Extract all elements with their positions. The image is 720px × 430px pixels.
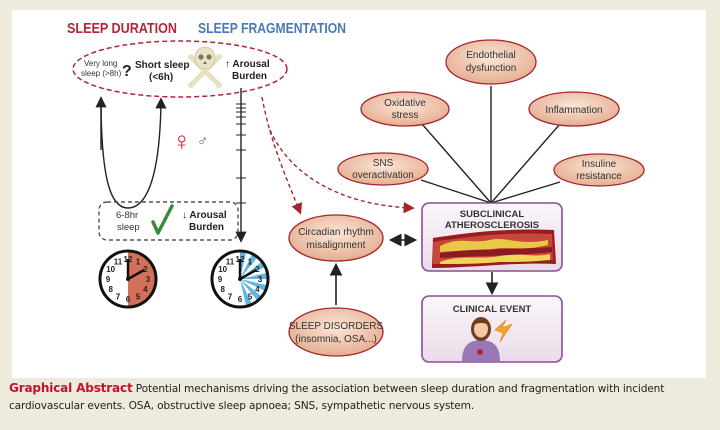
woman-chest-pain-image xyxy=(462,317,513,361)
svg-text:SLEEP DISORDERS: SLEEP DISORDERS xyxy=(289,321,384,332)
to-circadian-dashed-arrow xyxy=(261,96,303,215)
clock-fragment-wedge xyxy=(240,272,268,279)
clock-hour-hand xyxy=(239,268,257,281)
clock-number: 4 xyxy=(255,285,260,294)
mechanism-insulin-resistance: Insuline resistance xyxy=(553,153,645,187)
clock-number: 9 xyxy=(106,275,111,284)
duration-u-curve xyxy=(100,96,167,209)
clock-hour-hand xyxy=(127,268,145,281)
arousal-up-label-2: Burden xyxy=(232,71,267,82)
very-long-sleep-label-2: sleep (>8h) xyxy=(81,69,122,78)
check-mark-icon xyxy=(151,204,174,235)
clock-number: 10 xyxy=(218,265,227,274)
mechanism-sns-overactivation: SNS overactivation xyxy=(337,152,429,186)
healthy-sleep-label-2: sleep xyxy=(117,222,140,233)
short-sleep-label: Short sleep xyxy=(135,60,189,71)
svg-text:dysfunction: dysfunction xyxy=(466,63,517,74)
clinical-event-box: CLINICAL EVENT xyxy=(421,295,563,363)
svg-text:CLINICAL EVENT: CLINICAL EVENT xyxy=(453,304,532,315)
sleep-fragmentation-heading: SLEEP FRAGMENTATION xyxy=(198,21,346,37)
clock-number: 8 xyxy=(220,285,225,294)
clock-number: 6 xyxy=(238,295,243,304)
clock-number: 2 xyxy=(143,265,148,274)
svg-text:SNS: SNS xyxy=(373,158,394,169)
svg-text:stress: stress xyxy=(392,110,419,121)
clock-rim xyxy=(98,249,158,309)
svg-text:Inflammation: Inflammation xyxy=(545,105,602,116)
sleep-duration-clock: 121234567891011 xyxy=(98,249,158,309)
circadian-misalignment-node: Circadian rhythm misalignment xyxy=(288,214,384,262)
healthy-sleep-box xyxy=(98,201,239,241)
clock-number: 11 xyxy=(226,258,235,267)
clock-fragment-wedge xyxy=(240,251,247,279)
svg-text:Oxidative: Oxidative xyxy=(384,98,426,109)
clock-number: 7 xyxy=(116,292,121,301)
mechanism-connectors xyxy=(420,86,561,204)
clock-center xyxy=(126,277,130,281)
svg-text:(insomnia, OSA...): (insomnia, OSA...) xyxy=(295,334,377,345)
subclinical-atherosclerosis-box: SUBCLINICAL ATHEROSCLEROSIS xyxy=(421,202,563,272)
caption-text: Potential mechanisms driving the associa… xyxy=(9,383,665,412)
clock-shaded-sector xyxy=(128,251,156,307)
clock-number: 5 xyxy=(248,292,253,301)
clock-number: 5 xyxy=(136,292,141,301)
clock-number: 10 xyxy=(106,265,115,274)
clock-center xyxy=(238,277,242,281)
mechanism-endothelial-dysfunction: Endothelial dysfunction xyxy=(445,39,537,85)
svg-text:SUBCLINICAL: SUBCLINICAL xyxy=(460,209,525,220)
clock-fragment-wedge xyxy=(240,279,268,292)
clock-number: 1 xyxy=(248,258,253,267)
very-long-sleep-label: Very long xyxy=(84,59,117,68)
to-atherosclerosis-dashed-arrow xyxy=(269,129,415,214)
skull-crossbones-icon xyxy=(188,46,222,88)
clock-fragment-wedge xyxy=(240,253,258,279)
clock-number: 6 xyxy=(126,295,131,304)
clock-number: 1 xyxy=(136,258,141,267)
figure-caption: Graphical Abstract Potential mechanisms … xyxy=(9,380,714,415)
svg-text:misalignment: misalignment xyxy=(307,240,366,251)
svg-text:resistance: resistance xyxy=(576,171,622,182)
question-mark: ? xyxy=(122,63,132,80)
clock-number: 2 xyxy=(255,265,260,274)
clock-number: 9 xyxy=(218,275,223,284)
clock-number: 8 xyxy=(108,285,113,294)
svg-text:ATHEROSCLEROSIS: ATHEROSCLEROSIS xyxy=(445,220,539,231)
healthy-sleep-label: 6-8hr xyxy=(116,210,138,221)
mechanism-oxidative-stress: Oxidative stress xyxy=(360,91,450,127)
arousal-up-label: ↑ Arousal xyxy=(225,59,270,70)
svg-text:Endothelial: Endothelial xyxy=(466,50,515,61)
fragmentation-ticks xyxy=(236,103,246,204)
clock-number: 7 xyxy=(228,292,233,301)
arousal-down-label: ↓ Arousal xyxy=(182,210,227,221)
arousal-down-label-2: Burden xyxy=(189,222,224,233)
clock-rim xyxy=(210,249,270,309)
sleep-duration-heading: SLEEP DURATION xyxy=(67,21,177,37)
clock-fragment-wedge xyxy=(240,279,262,301)
female-symbol: ♀ xyxy=(172,126,192,156)
short-sleep-label-2: (<6h) xyxy=(149,72,173,83)
male-symbol: ♂ xyxy=(197,133,208,150)
svg-text:Circadian rhythm: Circadian rhythm xyxy=(298,227,374,238)
mechanism-inflammation: Inflammation xyxy=(528,91,620,127)
sleep-fragmentation-clock: 121234567891011 xyxy=(210,249,270,309)
atherosclerotic-artery-image xyxy=(432,229,556,268)
sleep-risk-ellipse xyxy=(72,40,288,98)
clock-number: 4 xyxy=(143,285,148,294)
svg-text:Insuline: Insuline xyxy=(582,159,617,170)
sleep-disorders-node: SLEEP DISORDERS (insomnia, OSA...) xyxy=(288,307,384,357)
clock-number: 11 xyxy=(114,258,123,267)
clock-number: 3 xyxy=(146,275,151,284)
clock-fragment-wedge xyxy=(240,279,253,307)
clock-number: 3 xyxy=(258,275,263,284)
caption-title: Graphical Abstract xyxy=(9,381,133,395)
svg-text:overactivation: overactivation xyxy=(352,170,414,181)
